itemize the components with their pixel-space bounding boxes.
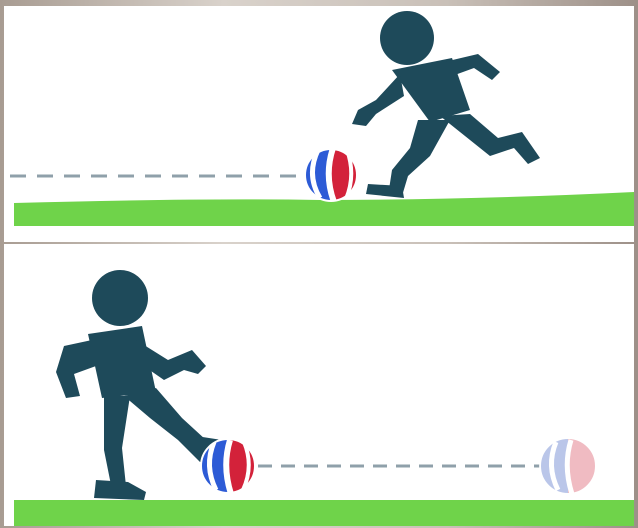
ball-faded-icon xyxy=(538,436,598,498)
top-scene xyxy=(10,11,634,226)
ground-strip xyxy=(14,500,634,526)
bottom-scene xyxy=(14,270,634,526)
ball-icon xyxy=(300,145,362,205)
person-running-icon xyxy=(352,11,540,198)
